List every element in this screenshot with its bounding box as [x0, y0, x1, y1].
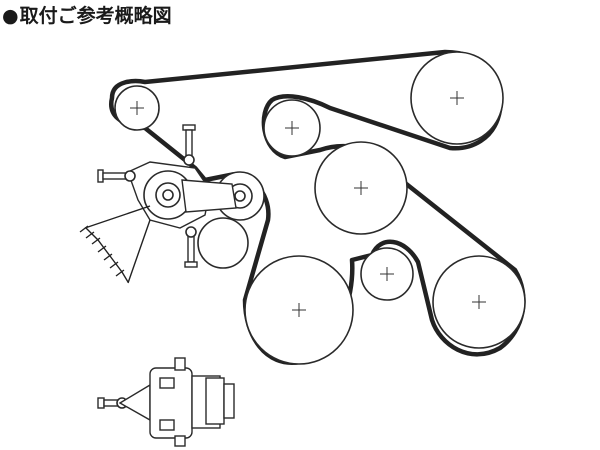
pulley-crankshaft — [244, 255, 354, 365]
pulley-center — [314, 141, 408, 235]
pulley-top-left — [114, 85, 160, 131]
bolt-left — [97, 169, 136, 183]
title-text: 取付ご参考概略図 — [19, 5, 172, 27]
tensioner-assembly — [127, 161, 265, 229]
pulley-small-lower — [360, 247, 414, 301]
bolt-top — [182, 124, 196, 166]
wrench-tool — [79, 205, 151, 284]
pulley-alternator — [197, 217, 249, 269]
page-title: ●取付ご参考概略図 — [2, 4, 172, 28]
alternator-side-view — [97, 357, 235, 447]
bolt-lower — [184, 226, 198, 268]
pulley-idler-upper — [263, 99, 321, 157]
title-bullet: ● — [2, 5, 19, 27]
pulley-lower-right — [432, 255, 526, 349]
pulley-top-right — [410, 51, 504, 145]
